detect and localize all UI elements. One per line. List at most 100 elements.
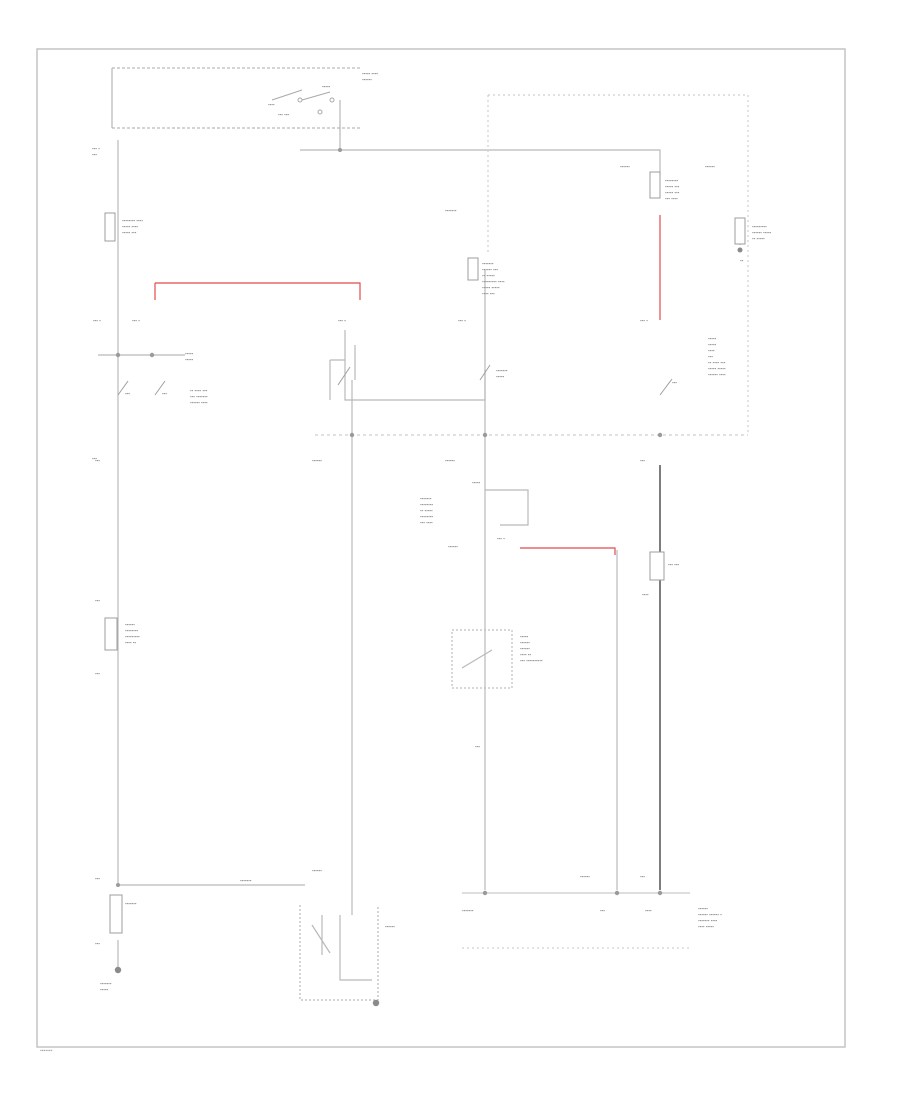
svg-text:▪▪▪▪▪▪: ▪▪▪▪▪▪ [312,868,322,873]
svg-text:▪▪▪▪: ▪▪▪▪ [708,348,715,353]
svg-text:▪▪▪: ▪▪▪ [92,152,97,157]
svg-text:▪▪▪▪▪▪▪▪: ▪▪▪▪▪▪▪▪ [420,502,433,507]
svg-text:▪▪▪▪▪▪: ▪▪▪▪▪▪ [580,874,590,879]
svg-text:▪▪▪▪▪ ▪▪▪▪▪: ▪▪▪▪▪ ▪▪▪▪▪ [708,366,726,371]
svg-text:▪▪▪▪▪▪▪: ▪▪▪▪▪▪▪ [482,261,494,266]
svg-text:▪▪▪▪▪▪▪: ▪▪▪▪▪▪▪ [420,496,432,501]
svg-text:▪▪▪: ▪▪▪ [640,458,645,463]
svg-text:▪▪▪▪ ▪▪▪: ▪▪▪▪ ▪▪▪ [482,291,495,296]
svg-text:▪▪▪▪▪▪: ▪▪▪▪▪▪ [520,640,530,645]
svg-text:▪▪ ▪▪▪▪▪: ▪▪ ▪▪▪▪▪ [420,508,433,513]
diagram-border [36,48,846,1048]
svg-text:▪▪▪▪▪▪▪: ▪▪▪▪▪▪▪ [240,878,252,883]
svg-text:▪▪▪▪▪▪: ▪▪▪▪▪▪ [445,458,455,463]
svg-text:▪▪▪▪▪: ▪▪▪▪▪ [322,84,331,89]
svg-text:▪▪▪▪▪▪ ▪▪▪▪▪: ▪▪▪▪▪▪ ▪▪▪▪▪ [752,230,772,235]
svg-text:▪▪▪▪▪▪: ▪▪▪▪▪▪ [620,164,630,169]
svg-text:▪▪▪▪▪▪▪: ▪▪▪▪▪▪▪ [462,908,474,913]
svg-text:▪▪▪: ▪▪▪ [95,941,100,946]
svg-text:▪▪▪▪▪: ▪▪▪▪▪ [708,342,717,347]
svg-text:▪▪▪ ▪: ▪▪▪ ▪ [338,318,346,323]
svg-text:▪▪▪: ▪▪▪ [125,391,130,396]
svg-text:▪▪ ▪▪▪▪▪: ▪▪ ▪▪▪▪▪ [752,236,765,241]
ignition-switch-labels: ▪▪▪▪▪ ▪▪▪▪ ▪▪▪▪▪▪ ▪▪▪▪ ▪▪▪▪▪ ▪▪▪ ▪▪▪ [268,71,378,117]
svg-text:▪▪▪ ▪: ▪▪▪ ▪ [93,318,101,323]
svg-text:▪▪▪▪▪▪▪: ▪▪▪▪▪▪▪ [125,901,137,906]
svg-text:▪▪▪: ▪▪▪ [708,354,713,359]
svg-text:▪▪▪▪▪: ▪▪▪▪▪ [100,987,109,992]
svg-text:▪▪▪ ▪▪▪: ▪▪▪ ▪▪▪ [668,562,679,567]
svg-text:▪▪▪▪▪▪: ▪▪▪▪▪▪ [125,622,135,627]
svg-text:▪▪▪: ▪▪▪ [92,456,97,461]
svg-text:▪▪ ▪▪▪▪▪: ▪▪ ▪▪▪▪▪ [482,273,495,278]
wiring-red [154,215,661,555]
svg-text:▪▪▪▪: ▪▪▪▪ [642,592,649,597]
svg-text:▪▪▪▪▪▪: ▪▪▪▪▪▪ [312,458,322,463]
ground-symbols [114,247,743,1007]
svg-text:▪▪▪▪▪ ▪▪▪: ▪▪▪▪▪ ▪▪▪ [665,190,680,195]
svg-text:▪▪▪▪▪: ▪▪▪▪▪ [185,351,194,356]
svg-text:▪▪▪: ▪▪▪ [95,458,100,463]
svg-text:▪▪▪▪▪▪: ▪▪▪▪▪▪ [448,544,458,549]
svg-text:▪▪▪▪▪▪ ▪▪▪▪▪▪ ▪: ▪▪▪▪▪▪ ▪▪▪▪▪▪ ▪ [698,912,722,917]
svg-text:▪▪▪: ▪▪▪ [162,391,167,396]
svg-text:▪▪▪ ▪: ▪▪▪ ▪ [497,536,505,541]
svg-text:▪▪▪▪▪ ▪▪▪▪: ▪▪▪▪▪ ▪▪▪▪ [362,71,378,76]
svg-text:▪▪▪ ▪▪▪▪▪▪▪: ▪▪▪ ▪▪▪▪▪▪▪ [190,394,208,399]
svg-text:▪▪▪▪▪▪▪▪: ▪▪▪▪▪▪▪▪ [125,628,138,633]
svg-text:▪▪▪ ▪▪▪▪: ▪▪▪ ▪▪▪▪ [665,196,678,201]
svg-text:▪▪▪▪▪: ▪▪▪▪▪ [708,336,717,341]
svg-text:▪▪▪▪▪: ▪▪▪▪▪ [520,634,529,639]
svg-text:▪▪▪▪▪▪: ▪▪▪▪▪▪ [362,77,372,82]
svg-text:▪▪▪▪▪▪▪▪▪ ▪▪▪▪: ▪▪▪▪▪▪▪▪▪ ▪▪▪▪ [482,279,505,284]
svg-text:▪▪▪▪ ▪▪: ▪▪▪▪ ▪▪ [125,640,136,645]
svg-text:▪▪▪▪▪▪▪▪: ▪▪▪▪▪▪▪▪ [420,514,433,519]
wiring-gray [98,94,749,1001]
svg-text:▪▪▪▪▪▪▪▪▪: ▪▪▪▪▪▪▪▪▪ [125,634,140,639]
svg-text:▪▪▪: ▪▪▪ [640,874,645,879]
svg-text:▪▪▪▪▪▪▪: ▪▪▪▪▪▪▪ [100,981,112,986]
svg-text:▪▪▪▪▪▪▪▪ ▪▪▪▪: ▪▪▪▪▪▪▪▪ ▪▪▪▪ [122,218,143,223]
svg-text:▪▪▪▪▪▪ ▪▪▪▪: ▪▪▪▪▪▪ ▪▪▪▪ [190,400,208,405]
svg-text:▪▪: ▪▪ [740,258,744,263]
svg-text:▪▪▪▪▪▪ ▪▪▪▪: ▪▪▪▪▪▪ ▪▪▪▪ [708,372,726,377]
svg-text:▪▪▪▪▪ ▪▪▪: ▪▪▪▪▪ ▪▪▪ [665,184,680,189]
svg-text:▪▪▪: ▪▪▪ [95,598,100,603]
svg-text:▪▪▪: ▪▪▪ [95,671,100,676]
svg-text:▪▪▪: ▪▪▪ [600,908,605,913]
footer-code: ▪▪▪▪▪▪▪ [40,1048,53,1054]
svg-text:▪▪▪▪▪: ▪▪▪▪▪ [472,480,481,485]
svg-text:▪▪▪▪▪ ▪▪▪: ▪▪▪▪▪ ▪▪▪ [122,230,137,235]
ignition-switch [111,67,360,150]
svg-text:▪▪▪▪▪: ▪▪▪▪▪ [496,374,505,379]
svg-text:▪▪▪ ▪▪▪: ▪▪▪ ▪▪▪ [278,112,289,117]
fuse-elements [104,171,746,934]
svg-text:▪▪▪▪ ▪▪▪▪▪: ▪▪▪▪ ▪▪▪▪▪ [698,924,714,929]
svg-text:▪▪▪ ▪▪▪▪▪▪▪▪▪▪: ▪▪▪ ▪▪▪▪▪▪▪▪▪▪ [520,658,543,663]
svg-text:▪▪▪▪▪▪: ▪▪▪▪▪▪ [520,646,530,651]
svg-text:▪▪▪▪▪ ▪▪▪▪: ▪▪▪▪▪ ▪▪▪▪ [122,224,138,229]
svg-text:▪▪▪: ▪▪▪ [95,876,100,881]
svg-text:▪▪▪▪: ▪▪▪▪ [268,102,275,107]
svg-text:▪▪▪ ▪: ▪▪▪ ▪ [640,318,648,323]
svg-text:▪▪▪▪▪▪: ▪▪▪▪▪▪ [385,924,395,929]
svg-text:▪▪▪▪▪ ▪▪▪▪▪: ▪▪▪▪▪ ▪▪▪▪▪ [482,285,500,290]
svg-text:▪▪▪▪▪▪▪ ▪▪▪▪: ▪▪▪▪▪▪▪ ▪▪▪▪ [698,918,718,923]
svg-text:▪▪▪: ▪▪▪ [672,380,677,385]
svg-text:▪▪▪▪▪▪▪: ▪▪▪▪▪▪▪ [445,208,457,213]
svg-text:▪▪▪ ▪: ▪▪▪ ▪ [132,318,140,323]
svg-text:▪▪▪▪ ▪▪: ▪▪▪▪ ▪▪ [520,652,531,657]
svg-text:▪▪▪ ▪: ▪▪▪ ▪ [92,146,100,151]
svg-text:▪▪▪▪▪: ▪▪▪▪▪ [185,357,194,362]
component-labels: ▪▪▪ ▪ ▪▪▪ ▪▪▪▪▪▪▪▪ ▪▪▪▪ ▪▪▪▪▪ ▪▪▪▪ ▪▪▪▪▪… [92,146,772,992]
svg-text:▪▪▪▪▪▪▪▪: ▪▪▪▪▪▪▪▪ [665,178,678,183]
svg-text:▪▪▪▪▪▪: ▪▪▪▪▪▪ [698,906,708,911]
svg-text:▪▪▪: ▪▪▪ [475,744,480,749]
svg-text:▪▪▪▪: ▪▪▪▪ [645,908,652,913]
svg-text:▪▪▪▪▪▪ ▪▪▪: ▪▪▪▪▪▪ ▪▪▪ [482,267,498,272]
relay-switches [117,364,673,396]
svg-text:▪▪ ▪▪▪▪ ▪▪▪: ▪▪ ▪▪▪▪ ▪▪▪ [708,360,726,365]
svg-text:▪▪▪ ▪: ▪▪▪ ▪ [458,318,466,323]
svg-text:▪▪▪ ▪▪▪▪: ▪▪▪ ▪▪▪▪ [420,520,433,525]
